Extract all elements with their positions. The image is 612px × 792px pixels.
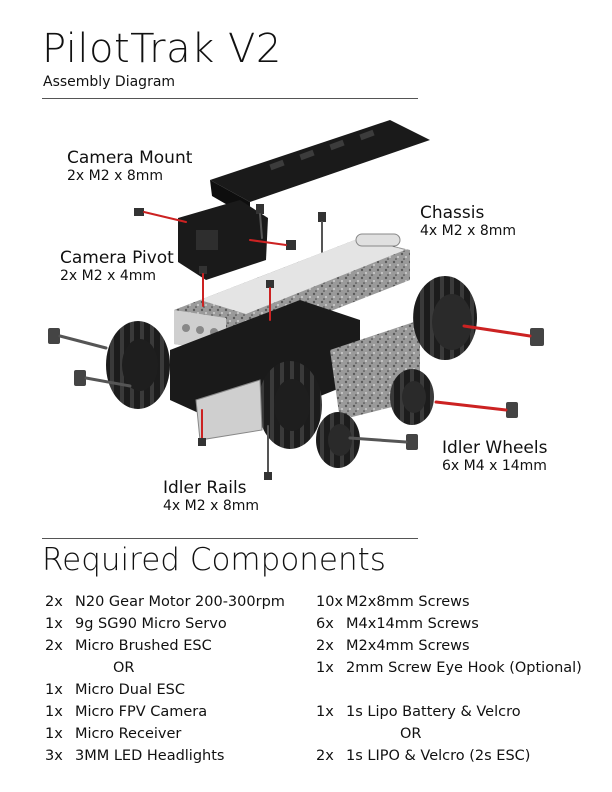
camera-pivot-spec: 2x M2 x 4mm: [60, 268, 156, 284]
item-qty: 2x: [45, 638, 63, 654]
idler-rails-label: Idler Rails: [163, 478, 247, 498]
page-title: PilotTrak V2: [42, 26, 282, 72]
item-qty: 6x: [316, 616, 334, 632]
item-name: 1s Lipo Battery & Velcro: [346, 704, 521, 720]
idler-rails-spec: 4x M2 x 8mm: [163, 498, 259, 514]
idler-rail-part: [195, 379, 263, 441]
item-qty: 1x: [45, 704, 63, 720]
idler-wheels-part: [316, 369, 434, 468]
or-separator: OR: [400, 726, 422, 742]
item-name: 9g SG90 Micro Servo: [75, 616, 227, 632]
assembly-illustration: [48, 120, 544, 480]
item-qty: 1x: [316, 660, 334, 676]
item-name: M2x8mm Screws: [346, 594, 470, 610]
drive-wheels: [106, 276, 477, 449]
callout-idler-rails: Idler Rails 4x M2 x 8mm: [163, 478, 259, 514]
components-divider: [42, 538, 418, 539]
item-name: M2x4mm Screws: [346, 638, 470, 654]
camera-mount-spec: 2x M2 x 8mm: [67, 168, 163, 184]
callout-camera-pivot: Camera Pivot 2x M2 x 4mm: [60, 248, 174, 284]
item-name: Micro Receiver: [75, 726, 182, 742]
item-name: M4x14mm Screws: [346, 616, 479, 632]
callout-idler-wheels: Idler Wheels 6x M4 x 14mm: [442, 438, 547, 474]
camera-screws: [134, 204, 326, 253]
item-name: 1s LIPO & Velcro (2s ESC): [346, 748, 531, 764]
item-qty: 2x: [316, 638, 334, 654]
idler-wheels-spec: 6x M4 x 14mm: [442, 458, 547, 474]
item-name: Micro FPV Camera: [75, 704, 208, 720]
item-name: N20 Gear Motor 200-300rpm: [75, 594, 285, 610]
item-qty: 10x: [316, 594, 344, 610]
item-name: 2mm Screw Eye Hook (Optional): [346, 660, 582, 676]
camera-mount-label: Camera Mount: [67, 148, 193, 168]
item-qty: 1x: [316, 704, 334, 720]
components-title: Required Components: [42, 542, 386, 578]
item-name: Micro Brushed ESC: [75, 638, 212, 654]
page-subtitle: Assembly Diagram: [43, 74, 176, 90]
idler-wheels-label: Idler Wheels: [442, 438, 548, 458]
camera-pivot-part: [178, 200, 268, 280]
header-divider: [42, 98, 418, 99]
components-right-list: 10x M2x8mm Screws 6x M4x14mm Screws 2x M…: [316, 594, 606, 774]
item-qty: 2x: [316, 748, 334, 764]
camera-pivot-label: Camera Pivot: [60, 248, 174, 268]
item-name: 3MM LED Headlights: [75, 748, 225, 764]
item-qty: 1x: [45, 726, 63, 742]
chassis-spec: 4x M2 x 8mm: [420, 223, 516, 239]
wheel-bolts: [48, 324, 544, 450]
callout-chassis: Chassis 4x M2 x 8mm: [420, 203, 516, 239]
chassis-label: Chassis: [420, 203, 485, 223]
item-qty: 1x: [45, 682, 63, 698]
item-name: Micro Dual ESC: [75, 682, 186, 698]
callout-camera-mount: Camera Mount 2x M2 x 8mm: [67, 148, 192, 184]
components-left-list: 2x N20 Gear Motor 200-300rpm 1x 9g SG90 …: [45, 594, 305, 774]
item-qty: 1x: [45, 616, 63, 632]
item-qty: 3x: [45, 748, 63, 764]
rail-screws: [198, 266, 274, 480]
item-qty: 2x: [45, 594, 63, 610]
or-separator: OR: [113, 660, 135, 676]
